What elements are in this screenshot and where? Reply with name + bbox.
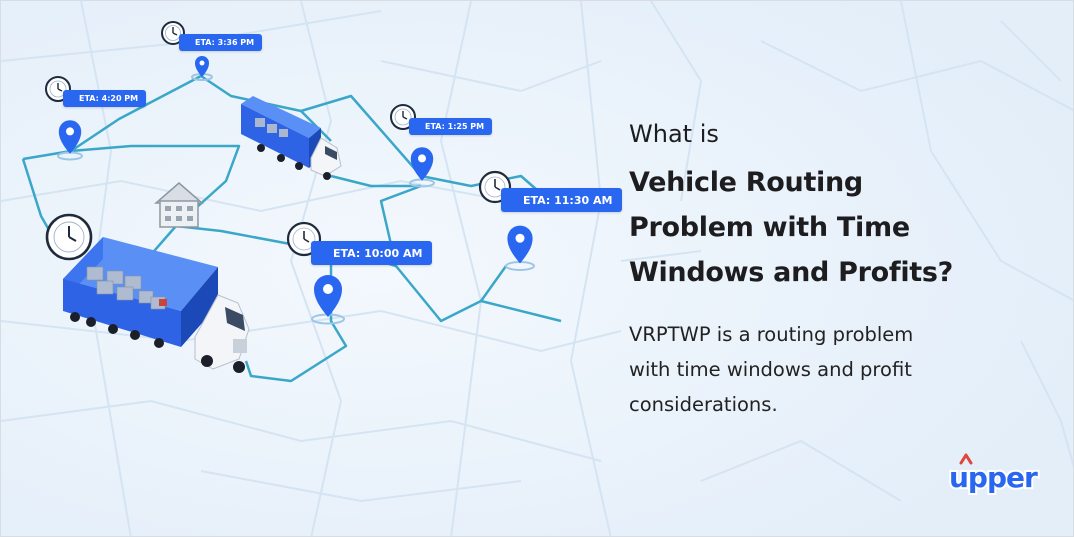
location-pin-icon [58, 120, 82, 154]
headline-title-line-3: Windows and Profits? [629, 257, 954, 288]
clock-icon [45, 213, 93, 261]
truck-illustration [241, 96, 342, 180]
description-line-2: with time windows and profit [629, 358, 912, 381]
clocks [45, 21, 512, 261]
warehouse-icon [153, 182, 205, 228]
location-pin-icon [507, 225, 533, 264]
upper-logo: upper [947, 453, 1041, 496]
location-pins [58, 56, 533, 317]
description-line-1: VRPTWP is a routing problem [629, 323, 914, 346]
headline-title-line-2: Problem with Time [629, 212, 910, 243]
location-pin-icon [195, 56, 209, 77]
eta-label-stop-2: ETA: 4:20 PM [63, 90, 147, 107]
logo-text: upper [949, 461, 1038, 494]
headline: What is Vehicle Routing Problem with Tim… [629, 117, 953, 295]
description-line-3: considerations. [629, 393, 778, 416]
truck-illustration [63, 237, 250, 373]
clock-icon [161, 21, 185, 45]
eta-label-stop-4: ETA: 11:30 AM [501, 188, 623, 212]
logo-arrow-icon [959, 453, 973, 465]
eta-label-stop-5: ETA: 10:00 AM [311, 241, 433, 265]
headline-title-line-1: Vehicle Routing [629, 167, 863, 198]
location-pin-icon [314, 275, 342, 317]
eta-label-stop-1: ETA: 3:36 PM [179, 34, 263, 51]
headline-lead: What is [629, 120, 719, 148]
location-pin-icon [410, 147, 434, 181]
eta-label-stop-3: ETA: 1:25 PM [409, 118, 493, 135]
description: VRPTWP is a routing problem with time wi… [629, 317, 1009, 422]
